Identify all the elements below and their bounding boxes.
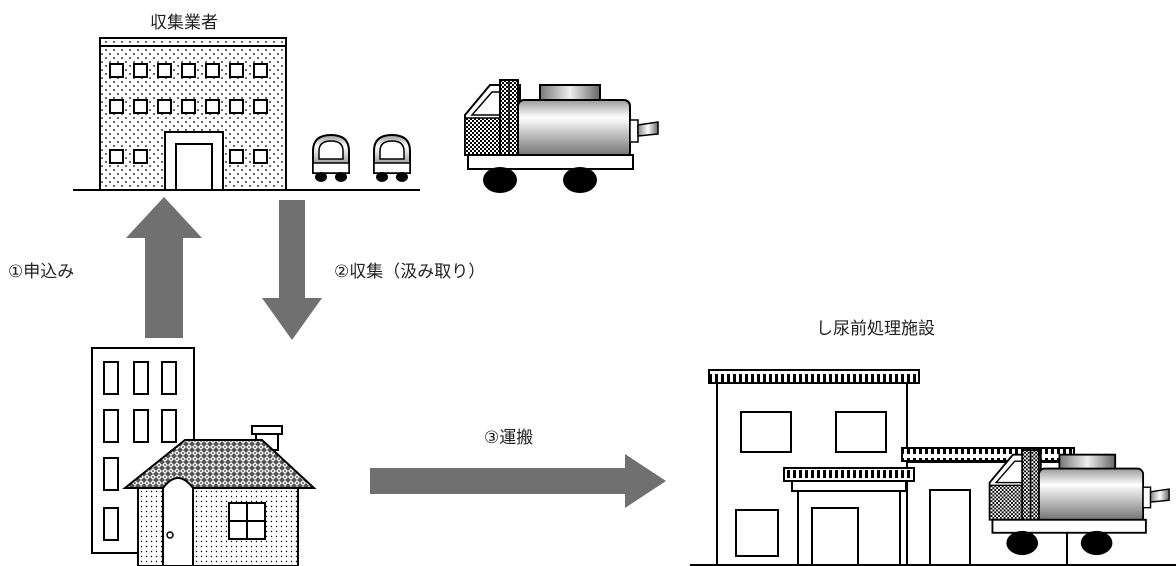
office-window bbox=[109, 63, 124, 78]
office-window bbox=[109, 149, 124, 164]
collector-office-building bbox=[73, 37, 420, 191]
collector-label: 収集業者 bbox=[150, 13, 218, 33]
office-window bbox=[229, 63, 244, 78]
collection-cart-2 bbox=[373, 134, 411, 183]
vacuum-truck-facility bbox=[988, 449, 1171, 557]
office-window bbox=[157, 99, 172, 114]
office-window bbox=[181, 63, 196, 78]
collection-cart-1 bbox=[312, 134, 350, 183]
pretreatment-facility bbox=[690, 369, 1176, 566]
office-window bbox=[133, 149, 148, 164]
office-window bbox=[229, 149, 244, 164]
office-window bbox=[133, 63, 148, 78]
step3-transport-label: ③運搬 bbox=[484, 428, 534, 448]
step2-collection-label: ②収集（汲み取り） bbox=[334, 262, 486, 282]
office-window bbox=[181, 99, 196, 114]
office-window bbox=[109, 99, 124, 114]
office-window bbox=[253, 149, 268, 164]
office-window bbox=[133, 99, 148, 114]
arrow-down-collection bbox=[262, 200, 322, 340]
office-window bbox=[205, 99, 220, 114]
office-window bbox=[205, 63, 220, 78]
step1-application-label: ①申込み bbox=[8, 262, 75, 282]
arrow-right-transport bbox=[370, 454, 666, 508]
office-window bbox=[253, 63, 268, 78]
office-window bbox=[229, 99, 244, 114]
residence-buildings bbox=[91, 347, 317, 566]
office-window bbox=[253, 99, 268, 114]
office-window bbox=[157, 63, 172, 78]
vacuum-truck-top bbox=[464, 79, 659, 194]
arrow-up-application bbox=[126, 197, 202, 338]
facility-label: し尿前処理施設 bbox=[816, 319, 935, 339]
